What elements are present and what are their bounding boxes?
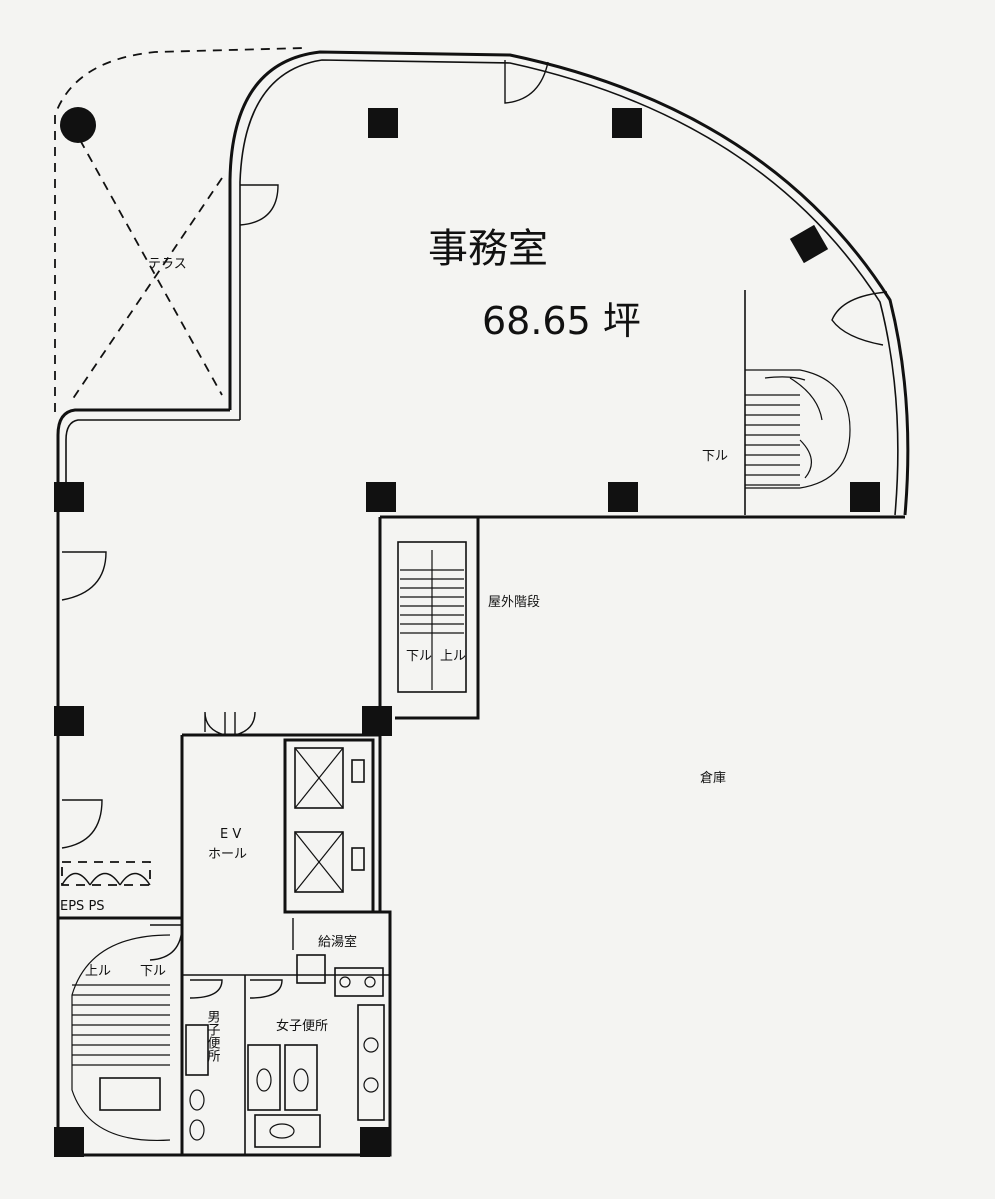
building-walls [56, 490, 480, 1157]
emergency-stair-label: 屋外階段 [488, 595, 540, 610]
ev-hall-label-1: E V [220, 827, 241, 842]
stair-label-down-office: 下ル [702, 449, 728, 464]
lower-stair [71, 934, 171, 1142]
elevator-shafts [294, 747, 365, 893]
kitchen-label: 給湯室 [318, 934, 357, 950]
stair-label-up-lower: 上ル [85, 964, 111, 979]
round-column [60, 107, 96, 143]
stair-label-up-core: 上ル [440, 649, 466, 664]
terrace-outline [54, 47, 306, 412]
office-area-label: 68.65 坪 [482, 299, 641, 343]
office-stair [744, 290, 851, 515]
stair-label-down-lower: 下ル [140, 964, 166, 979]
terrace-label: テラス [148, 257, 187, 272]
womens-wc-label: 女子便所 [276, 1018, 328, 1034]
eps-ps-label: EPS PS [60, 899, 105, 914]
mens-wc-label: 男子便所 [205, 1010, 221, 1062]
core-stair [400, 550, 464, 690]
doors [61, 60, 888, 999]
columns [54, 108, 880, 1157]
office-wall [56, 50, 910, 519]
eps-ps-area [61, 861, 151, 886]
ev-hall-label-2: ホール [208, 847, 247, 862]
storage-label: 倉庫 [700, 771, 726, 786]
stair-label-down-core: 下ル [406, 649, 432, 664]
fixtures [185, 954, 385, 1148]
office-name-label: 事務室 [428, 226, 548, 272]
